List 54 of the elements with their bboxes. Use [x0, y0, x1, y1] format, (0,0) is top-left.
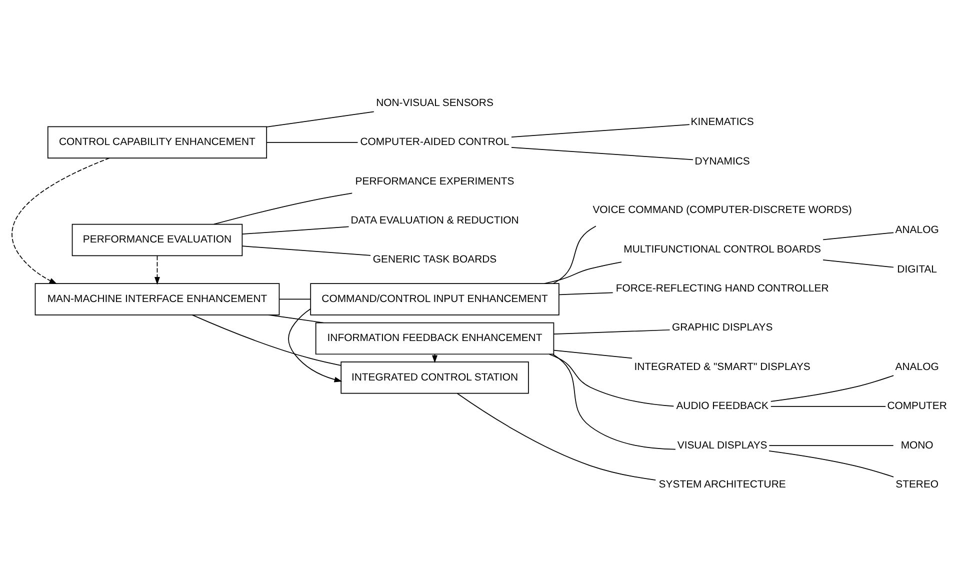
node-text: AUDIO FEEDBACK — [676, 400, 768, 412]
node-text: ANALOG — [895, 224, 939, 236]
node-text: INTEGRATED & "SMART" DISPLAYS — [634, 361, 810, 372]
connector — [548, 353, 674, 406]
node-text: ANALOG — [895, 361, 939, 372]
connector — [192, 314, 342, 366]
arrow — [154, 255, 160, 284]
node-text: DATA EVALUATION & REDUCTION — [350, 215, 519, 226]
node-text: VISUAL DISPLAYS — [677, 440, 768, 451]
node-text: FORCE-REFLECTING HAND CONTROLLER — [616, 282, 829, 294]
connector — [456, 392, 656, 480]
connector — [552, 353, 676, 450]
connector — [279, 298, 311, 300]
node-text: COMPUTER — [887, 400, 947, 412]
node-box: INFORMATION FEEDBACK ENHANCEMENT — [315, 322, 554, 354]
node-text: MULTIFUNCTIONAL CONTROL BOARDS — [624, 244, 821, 255]
connector — [822, 259, 894, 268]
connector — [268, 314, 324, 323]
connector — [266, 110, 374, 127]
connector — [242, 245, 371, 256]
connector — [511, 146, 694, 160]
connector — [822, 232, 894, 240]
connector — [544, 261, 622, 284]
node-text: PERFORMANCE EXPERIMENTS — [355, 176, 514, 187]
node-text: MONO — [900, 440, 934, 451]
connector — [768, 450, 894, 477]
node-text: NON-VISUAL SENSORS — [376, 97, 494, 108]
connector — [770, 405, 886, 406]
node-text: KINEMATICS — [690, 116, 754, 128]
connector — [214, 192, 353, 224]
connector — [770, 374, 894, 402]
node-text: GRAPHIC DISPLAYS — [672, 322, 773, 334]
connector — [558, 292, 614, 295]
connector — [511, 124, 690, 137]
node-text: DIGITAL — [897, 264, 937, 275]
connector — [554, 328, 670, 334]
node-box: PERFORMANCE EVALUATION — [72, 223, 243, 256]
connector — [552, 225, 596, 284]
node-box: MAN-MACHINE INTERFACE ENHANCEMENT — [34, 282, 280, 315]
node-text: SYSTEM ARCHITECTURE — [658, 479, 786, 490]
node-box: COMMAND/CONTROL INPUT ENHANCEMENT — [310, 282, 560, 315]
node-text: STEREO — [896, 479, 939, 490]
connector — [768, 444, 894, 446]
arrow — [12, 157, 110, 284]
connector — [242, 226, 350, 234]
node-box: INTEGRATED CONTROL STATION — [340, 361, 529, 394]
node-text: VOICE COMMAND (COMPUTER-DISCRETE WORDS) — [592, 204, 852, 216]
node-text: GENERIC TASK BOARDS — [372, 254, 497, 266]
node-box: CONTROL CAPABILITY ENHANCEMENT — [47, 126, 268, 158]
node-text: COMPUTER-AIDED CONTROL — [360, 136, 510, 148]
arrow — [288, 308, 342, 382]
connector — [554, 349, 632, 358]
node-text: DYNAMICS — [694, 156, 750, 167]
connector — [266, 141, 358, 142]
